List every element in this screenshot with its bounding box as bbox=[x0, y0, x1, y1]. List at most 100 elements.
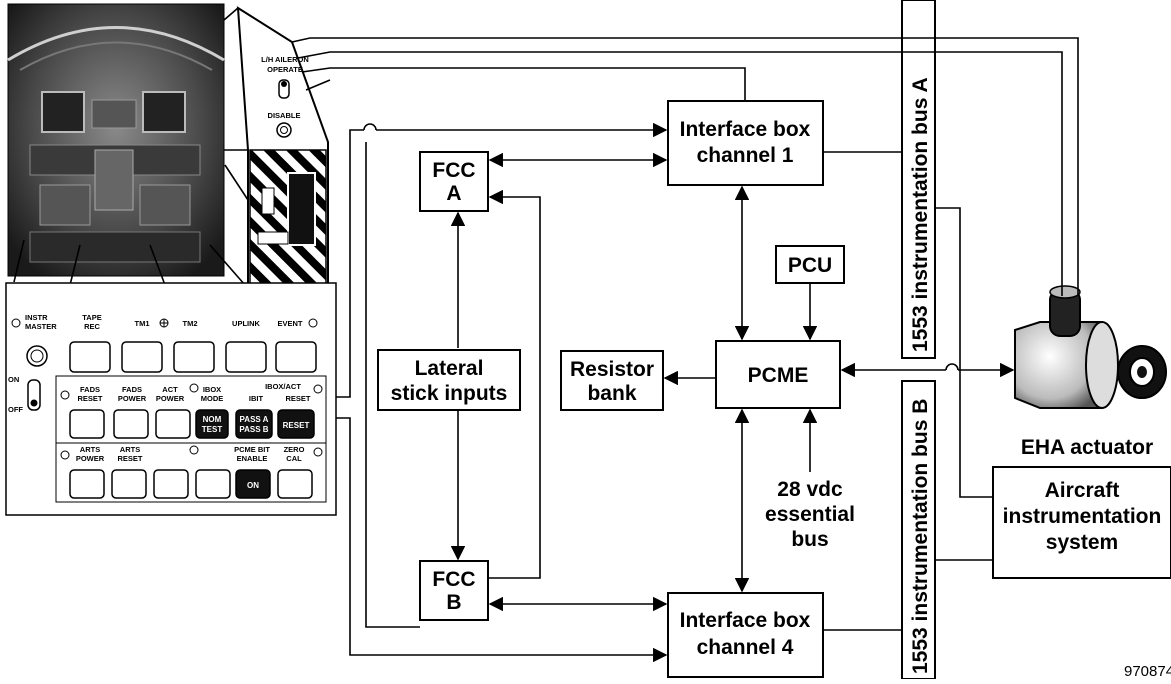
tm1-button[interactable] bbox=[121, 341, 163, 373]
label-act-power-2: POWER bbox=[156, 394, 185, 403]
cockpit-photo bbox=[7, 3, 225, 277]
label-arts-reset-1: ARTS bbox=[120, 445, 140, 454]
eha-label: EHA actuator bbox=[1021, 436, 1153, 459]
pcu-label: PCU bbox=[788, 254, 832, 277]
aileron-indicator-lamp bbox=[276, 122, 292, 138]
fcc-b-line1: FCC bbox=[432, 568, 475, 591]
label-act-power-1: ACT bbox=[162, 385, 178, 394]
label-fads-power-1: FADS bbox=[122, 385, 142, 394]
ibox-mode-button[interactable]: NOM TEST bbox=[195, 409, 229, 439]
label-rec: REC bbox=[84, 322, 100, 331]
bus-b-label: 1553 instrumentation bus B bbox=[909, 399, 932, 674]
master-toggle-switch[interactable] bbox=[27, 379, 41, 411]
ibox-act-reset-button[interactable]: RESET bbox=[277, 409, 315, 439]
label-ibox-mode-1: IBOX bbox=[203, 385, 221, 394]
aileron-disable-label: DISABLE bbox=[268, 111, 301, 120]
label-arts-reset-2: RESET bbox=[117, 454, 142, 463]
aircraft-line2: instrumentation bbox=[1003, 505, 1162, 528]
label-ibox-mode-2: MODE bbox=[201, 394, 224, 403]
aircraft-line1: Aircraft bbox=[1045, 479, 1120, 502]
pass-b-label: PASS B bbox=[239, 425, 268, 434]
label-master: MASTER bbox=[25, 322, 57, 331]
interface-box-channel-4: Interface box channel 4 bbox=[667, 592, 824, 678]
blank-button-2[interactable] bbox=[195, 469, 231, 499]
aileron-toggle-switch[interactable] bbox=[278, 79, 290, 99]
pcme-box: PCME bbox=[715, 340, 841, 409]
bus-a-label: 1553 instrumentation bus A bbox=[909, 77, 932, 352]
master-lamp bbox=[26, 345, 48, 367]
tape-rec-button[interactable] bbox=[69, 341, 111, 373]
label-arts-power-2: POWER bbox=[76, 454, 105, 463]
label-fads-reset-1: FADS bbox=[80, 385, 100, 394]
event-button[interactable] bbox=[275, 341, 317, 373]
resistor-bank-box: Resistor bank bbox=[560, 350, 664, 411]
eha-actuator bbox=[1014, 285, 1167, 409]
aileron-title-line2: OPERATE bbox=[267, 65, 303, 74]
figure-number: 970874 bbox=[1124, 663, 1171, 679]
label-pcme-bit-2: ENABLE bbox=[237, 454, 268, 463]
interface-4-line2: channel 4 bbox=[697, 636, 794, 659]
pass-a-label: PASS A bbox=[240, 415, 269, 424]
fcc-b-box: FCC B bbox=[419, 560, 489, 621]
arts-reset-button[interactable] bbox=[111, 469, 147, 499]
test-label: TEST bbox=[202, 425, 223, 434]
label-uplink: UPLINK bbox=[232, 319, 261, 328]
callout-lines bbox=[13, 7, 249, 286]
aileron-title-line1: L/H AILERON bbox=[261, 55, 309, 64]
fcc-a-box: FCC A bbox=[419, 151, 489, 212]
fcc-a-line2: A bbox=[446, 182, 461, 205]
resistor-line1: Resistor bbox=[570, 358, 654, 381]
lateral-line2: stick inputs bbox=[391, 382, 508, 405]
label-tape: TAPE bbox=[82, 313, 101, 322]
label-pcme-bit-1: PCME BIT bbox=[234, 445, 270, 454]
vdc-line2: essential bbox=[765, 503, 855, 526]
label-event: EVENT bbox=[277, 319, 302, 328]
label-zero-cal-2: CAL bbox=[286, 454, 302, 463]
pcu-box: PCU bbox=[775, 245, 845, 284]
zero-cal-button[interactable] bbox=[277, 469, 313, 499]
blank-button-1[interactable] bbox=[153, 469, 189, 499]
pcme-bit-enable-button[interactable]: ON bbox=[235, 469, 271, 499]
act-power-button[interactable] bbox=[155, 409, 191, 439]
label-fads-reset-2: RESET bbox=[77, 394, 102, 403]
interface-4-line1: Interface box bbox=[680, 609, 811, 632]
interface-1-line2: channel 1 bbox=[697, 144, 794, 167]
pcme-label: PCME bbox=[748, 364, 809, 387]
on-label: ON bbox=[247, 481, 259, 490]
label-instr: INSTR bbox=[25, 313, 48, 322]
interface-box-channel-1: Interface box channel 1 bbox=[667, 100, 824, 186]
resistor-line2: bank bbox=[587, 382, 636, 405]
fcc-a-line1: FCC bbox=[432, 159, 475, 182]
switch-off-label: OFF bbox=[8, 405, 23, 414]
label-fads-power-2: POWER bbox=[118, 394, 147, 403]
label-arts-power-1: ARTS bbox=[80, 445, 100, 454]
vdc-line3: bus bbox=[791, 528, 828, 551]
ibit-button[interactable]: PASS A PASS B bbox=[235, 409, 273, 439]
bus-a-box: 1553 instrumentation bus A bbox=[901, 0, 936, 359]
label-tm1: TM1 bbox=[135, 319, 150, 328]
tm2-button[interactable] bbox=[173, 341, 215, 373]
aircraft-instrumentation-box: Aircraft instrumentation system bbox=[992, 466, 1171, 579]
fads-reset-button[interactable] bbox=[69, 409, 105, 439]
interface-1-line1: Interface box bbox=[680, 118, 811, 141]
connection-wires bbox=[291, 37, 1079, 663]
vdc-line1: 28 vdc bbox=[777, 478, 843, 501]
fads-power-button[interactable] bbox=[113, 409, 149, 439]
label-reset: RESET bbox=[285, 394, 310, 403]
label-tm2: TM2 bbox=[183, 319, 198, 328]
uplink-button[interactable] bbox=[225, 341, 267, 373]
switch-on-label: ON bbox=[8, 375, 19, 384]
label-ibit: IBIT bbox=[249, 394, 264, 403]
aircraft-line3: system bbox=[1046, 531, 1118, 554]
lateral-stick-inputs-box: Lateral stick inputs bbox=[377, 349, 521, 411]
arts-power-button[interactable] bbox=[69, 469, 105, 499]
label-ibox-act: IBOX/ACT bbox=[265, 382, 301, 391]
nom-label: NOM bbox=[203, 415, 222, 424]
lateral-line1: Lateral bbox=[415, 357, 484, 380]
instrumentation-control-panel: INSTR MASTER TAPE REC TM1 TM2 UPLINK EVE… bbox=[5, 282, 337, 516]
label-zero-cal-1: ZERO bbox=[284, 445, 305, 454]
reset-label: RESET bbox=[283, 421, 310, 430]
bus-b-box: 1553 instrumentation bus B bbox=[901, 380, 936, 680]
